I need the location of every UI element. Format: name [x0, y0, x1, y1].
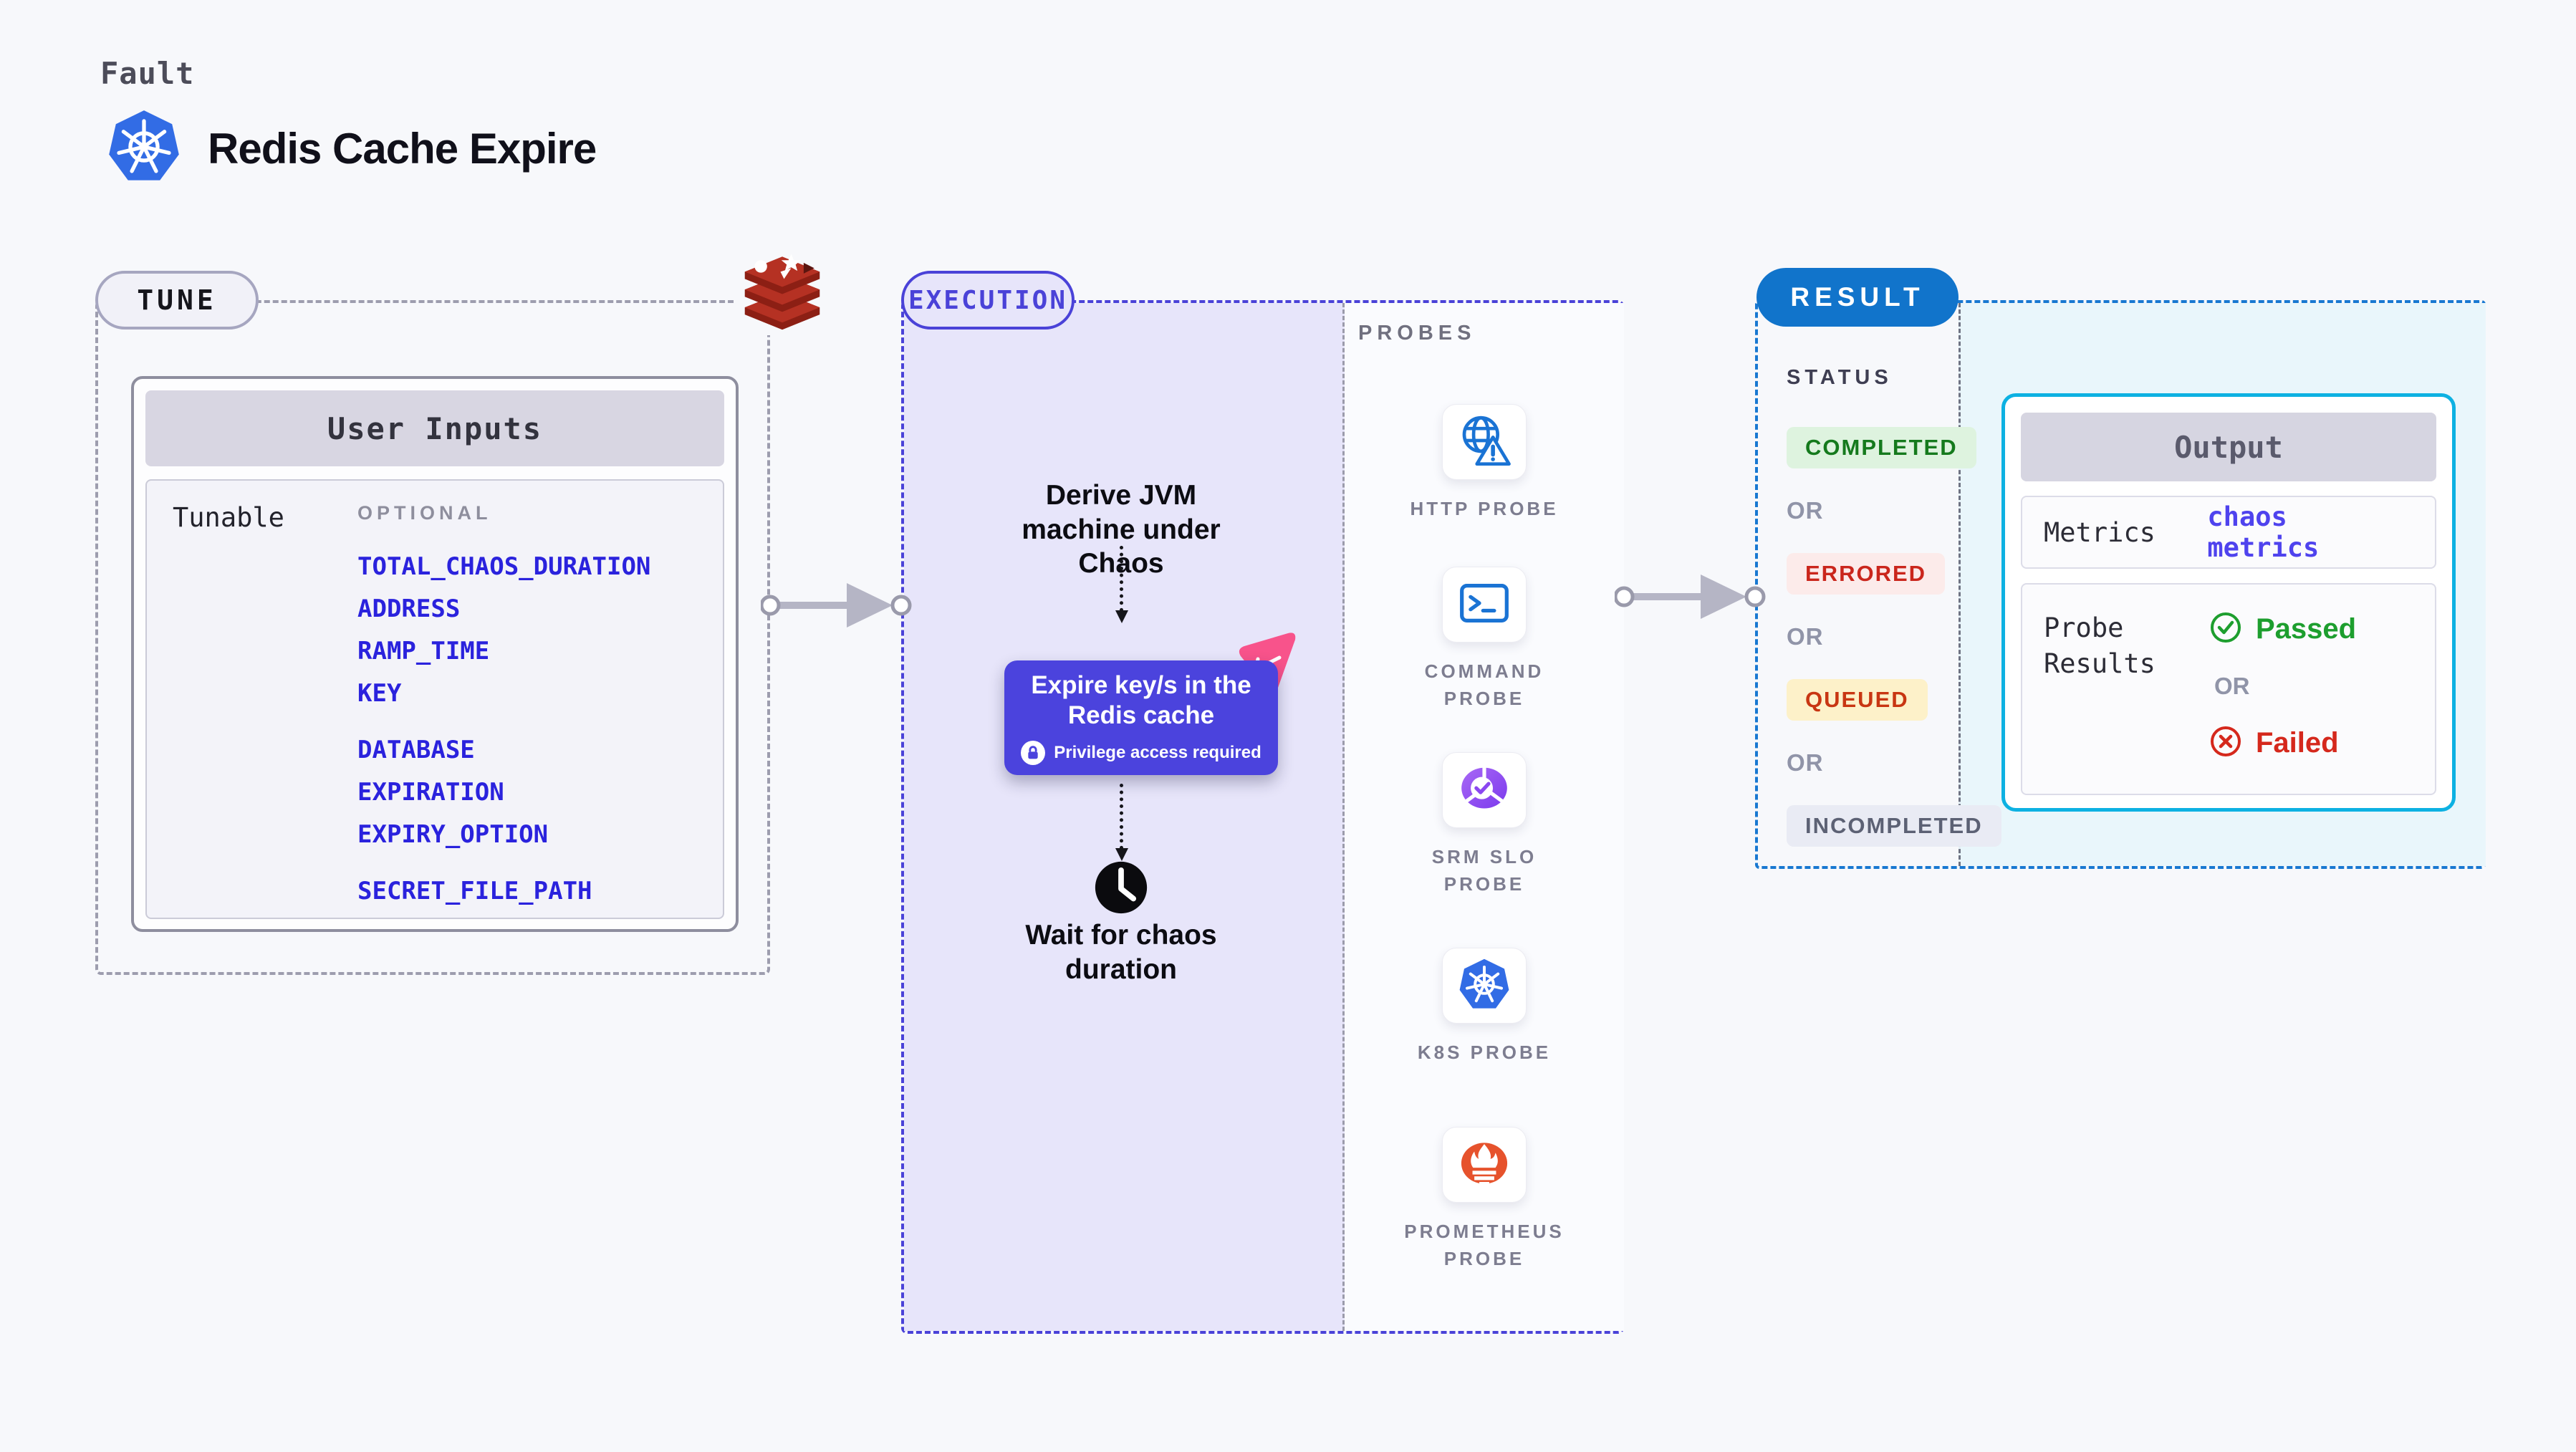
status-badge-completed: COMPLETED	[1787, 427, 1976, 468]
probe-item-k8s: K8S PROBE	[1345, 948, 1624, 1067]
probe-results-row: Probe Results Passed OR	[2021, 583, 2436, 795]
metrics-label: Metrics	[2044, 516, 2156, 548]
status-badge-queued: QUEUED	[1787, 679, 1928, 721]
kubernetes-probe-icon	[1453, 956, 1516, 1016]
status-column: STATUS COMPLETED OR ERRORED OR QUEUED OR…	[1787, 366, 2001, 847]
execution-step-wait: Wait for chaos duration	[1025, 920, 1217, 985]
passed-text: Passed	[2256, 613, 2357, 645]
page-title: Redis Cache Expire	[208, 125, 597, 173]
command-probe-card	[1442, 567, 1527, 643]
tunable-label: Tunable	[173, 502, 284, 533]
or-separator: OR	[1787, 623, 1824, 650]
kubernetes-icon	[105, 109, 183, 188]
param-database: DATABASE	[357, 736, 475, 764]
redis-icon	[734, 249, 831, 335]
or-separator: OR	[1787, 497, 1824, 524]
user-inputs-panel: User Inputs Tunable OPTIONAL TOTAL_CHAOS…	[131, 376, 739, 932]
srm-slo-probe-label: SRM SLO PROBE	[1431, 846, 1537, 895]
param-ramp-time: RAMP_TIME	[357, 637, 490, 665]
probe-item-command: COMMAND PROBE	[1345, 567, 1624, 712]
param-expiration: EXPIRATION	[357, 778, 504, 807]
metrics-value: chaos metrics	[2207, 501, 2320, 563]
param-secret-file-path: SECRET_FILE_PATH	[357, 877, 592, 905]
x-circle-icon	[2209, 724, 2243, 762]
probe-results-label: Probe Results	[2044, 612, 2156, 679]
flow-arrow-icon	[761, 583, 912, 628]
lock-icon	[1021, 741, 1046, 765]
param-list: OPTIONAL TOTAL_CHAOS_DURATION ADDRESS RA…	[357, 502, 650, 918]
outcome-passed: Passed	[2209, 610, 2356, 648]
tune-section-box	[95, 300, 770, 975]
param-expiry-option: EXPIRY_OPTION	[357, 820, 549, 849]
probe-item-http: HTTP PROBE	[1345, 404, 1624, 523]
probe-item-srm-slo: SRM SLO PROBE	[1345, 752, 1624, 898]
dotted-arrow-icon	[1115, 546, 1128, 623]
check-circle-icon	[2209, 610, 2243, 648]
probes-label: PROBES	[1358, 322, 1476, 345]
result-section-box: STATUS COMPLETED OR ERRORED OR QUEUED OR…	[1755, 300, 2486, 869]
chaos-task-title: Expire key/s in the Redis cache	[1031, 671, 1251, 729]
clock-icon	[1090, 857, 1152, 922]
prometheus-probe-label: PROMETHEUS PROBE	[1404, 1221, 1565, 1269]
output-title: Output	[2021, 413, 2436, 481]
or-separator: OR	[1787, 749, 1824, 776]
k8s-probe-card	[1442, 948, 1527, 1024]
user-inputs-body: Tunable OPTIONAL TOTAL_CHAOS_DURATION AD…	[145, 479, 724, 919]
prometheus-probe-card	[1442, 1127, 1527, 1203]
output-panel: Output Metrics chaos metrics Probe Resul…	[2001, 393, 2456, 812]
fault-kicker: Fault	[100, 56, 195, 91]
execution-section-box: PROBES	[901, 300, 1624, 1334]
probe-outcomes: Passed OR Failed	[2209, 610, 2356, 794]
command-probe-label: COMMAND PROBE	[1424, 660, 1544, 709]
globe-alert-icon	[1454, 410, 1514, 474]
user-inputs-title: User Inputs	[145, 390, 724, 466]
probe-item-prometheus: PROMETHEUS PROBE	[1345, 1127, 1624, 1272]
metrics-row: Metrics chaos metrics	[2021, 496, 2436, 569]
http-probe-label: HTTP PROBE	[1410, 498, 1559, 519]
prometheus-icon	[1453, 1135, 1516, 1195]
param-key: KEY	[357, 679, 402, 708]
title-row: Redis Cache Expire	[105, 109, 597, 188]
execution-lane	[904, 303, 1345, 1331]
flow-arrow-icon	[1615, 574, 1766, 619]
terminal-icon	[1456, 576, 1513, 634]
dotted-arrow-icon	[1115, 784, 1128, 861]
status-badge-incompleted: INCOMPLETED	[1787, 805, 2001, 847]
privilege-note: Privilege access required	[1021, 741, 1261, 765]
status-label: STATUS	[1787, 366, 1893, 389]
k8s-probe-label: K8S PROBE	[1417, 1042, 1552, 1063]
privilege-note-text: Privilege access required	[1054, 743, 1261, 762]
or-separator: OR	[2214, 673, 2250, 699]
optional-label: OPTIONAL	[357, 502, 492, 524]
http-probe-card	[1442, 404, 1527, 480]
param-total-chaos-duration: TOTAL_CHAOS_DURATION	[357, 552, 651, 581]
tune-badge: TUNE	[95, 271, 259, 330]
status-badge-errored: ERRORED	[1787, 553, 1946, 595]
execution-badge: EXECUTION	[901, 271, 1075, 330]
slo-gauge-icon-card	[1442, 752, 1527, 828]
failed-text: Failed	[2256, 727, 2339, 759]
result-badge: RESULT	[1756, 268, 1959, 327]
chaos-task-box: Expire key/s in the Redis cache Privileg…	[1004, 660, 1278, 775]
param-address: ADDRESS	[357, 595, 461, 623]
slo-gauge-icon	[1453, 761, 1515, 820]
outcome-failed: Failed	[2209, 724, 2356, 762]
